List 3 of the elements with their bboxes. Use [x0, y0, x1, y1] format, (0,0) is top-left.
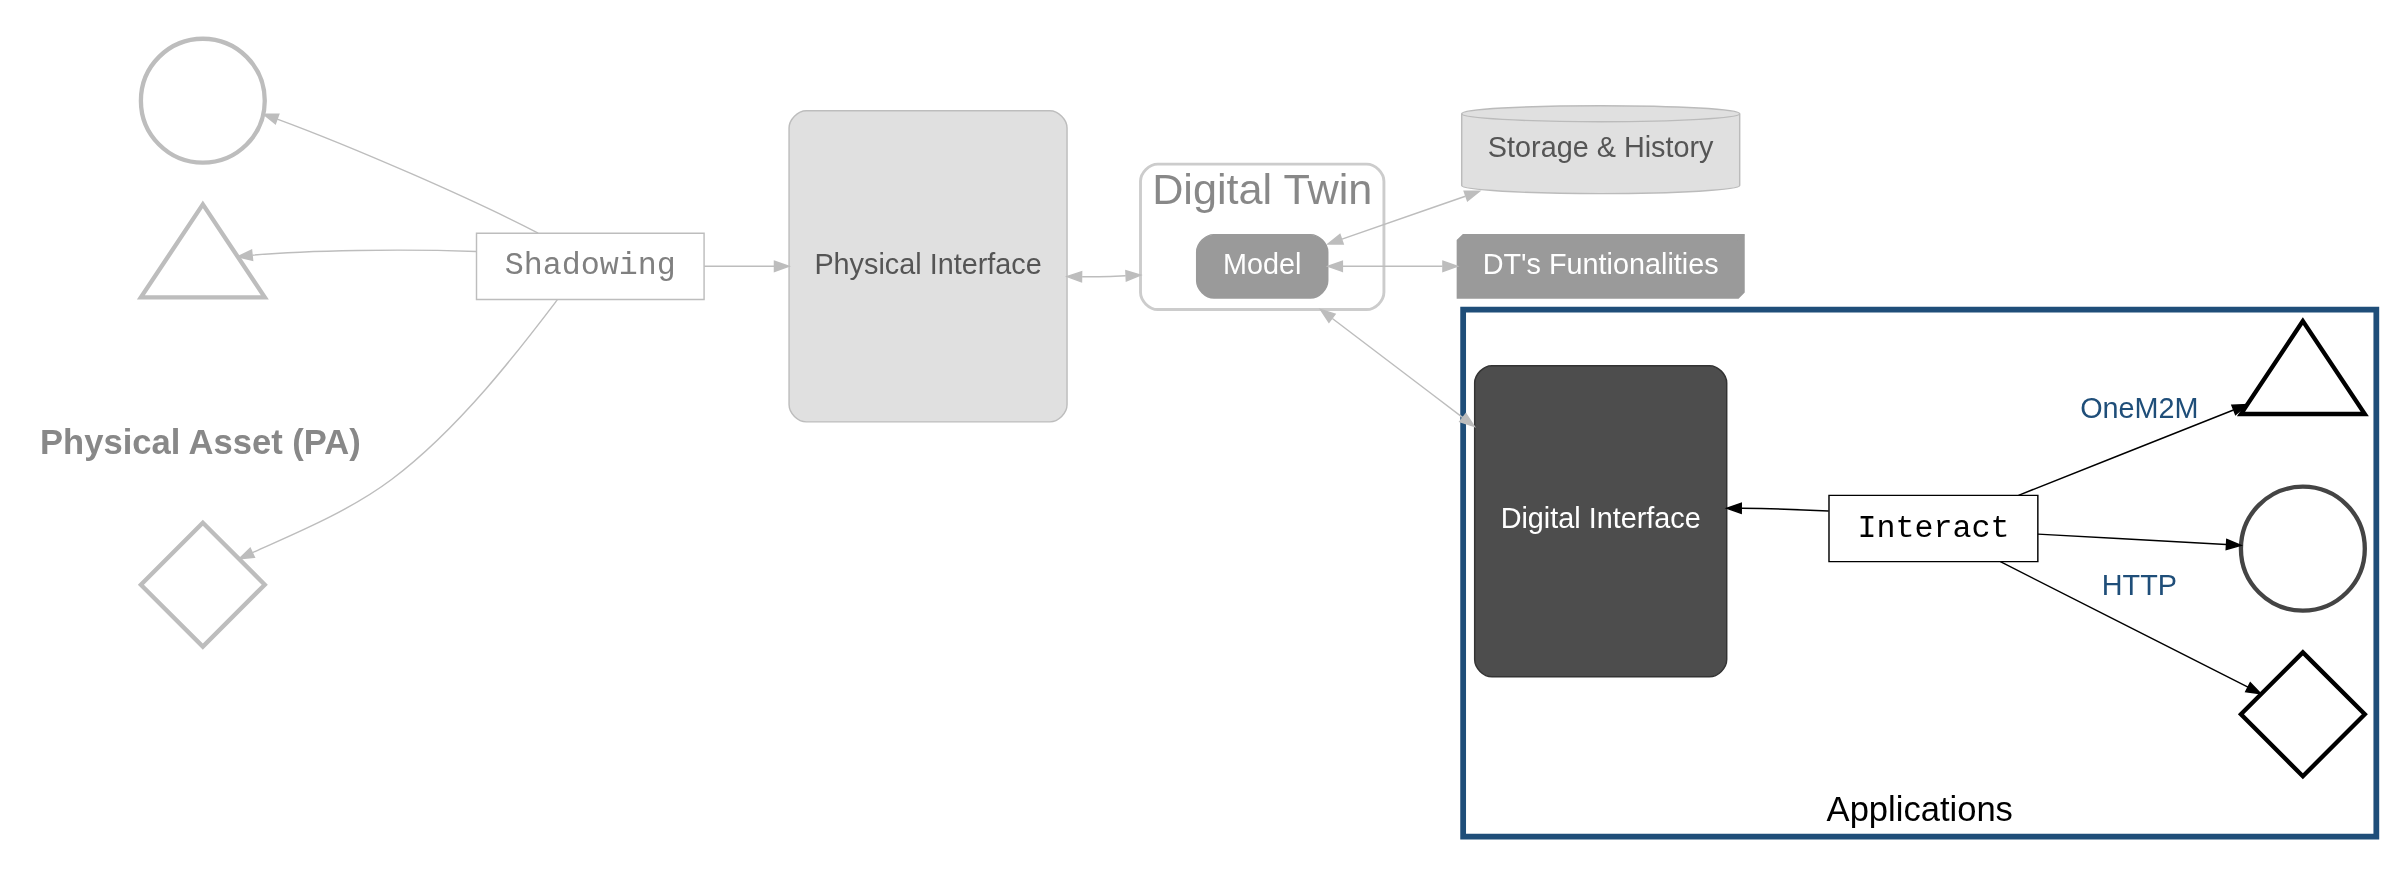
edge-label: HTTP [2101, 568, 2177, 601]
label: Physical Asset (PA) [40, 422, 361, 461]
edge-label: OneM2M [2080, 391, 2199, 424]
